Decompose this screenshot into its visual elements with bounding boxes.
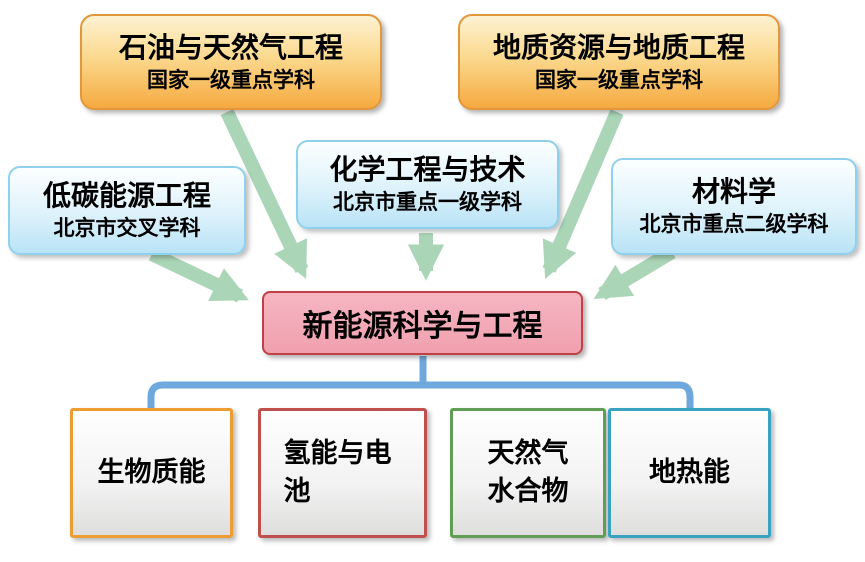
- node-new-energy-science-engineering: 新能源科学与工程: [262, 291, 583, 355]
- node-geothermal-energy: 地热能: [608, 408, 771, 538]
- node-title: 化学工程与技术: [329, 154, 526, 186]
- node-petroleum-gas-engineering: 石油与天然气工程 国家一级重点学科: [80, 14, 382, 110]
- node-low-carbon-energy: 低碳能源工程 北京市交叉学科: [8, 166, 246, 255]
- arrow-lowcarbon-to-center: [148, 247, 249, 303]
- node-gas-hydrate: 天然气水合物: [450, 408, 606, 538]
- node-label: 生物质能: [97, 457, 206, 488]
- node-subtitle: 北京市重点二级学科: [639, 213, 829, 237]
- node-title: 低碳能源工程: [42, 180, 211, 212]
- node-biomass-energy: 生物质能: [70, 408, 233, 538]
- node-title: 材料学: [691, 176, 776, 208]
- node-subtitle: 国家一级重点学科: [535, 68, 703, 92]
- node-label: 地热能: [649, 457, 730, 488]
- node-subtitle: 国家一级重点学科: [147, 68, 315, 92]
- brace-curve: [147, 381, 694, 410]
- arrow-petroleum-to-center: [220, 108, 309, 279]
- node-subtitle: 北京市交叉学科: [53, 217, 201, 241]
- arrow-materials-to-center: [593, 245, 676, 301]
- node-title: 新能源科学与工程: [302, 310, 543, 343]
- node-label: 天然气水合物: [487, 438, 569, 506]
- node-title: 石油与天然气工程: [118, 31, 343, 63]
- node-label: 氢能与电池: [283, 438, 392, 506]
- node-title: 地质资源与地质工程: [492, 31, 745, 63]
- node-geology-resources-engineering: 地质资源与地质工程 国家一级重点学科: [458, 14, 780, 110]
- node-subtitle: 北京市重点一级学科: [333, 191, 522, 215]
- node-hydrogen-battery: 氢能与电池: [258, 408, 427, 538]
- node-materials-science: 材料学 北京市重点二级学科: [611, 158, 857, 255]
- node-chemical-engineering: 化学工程与技术 北京市重点一级学科: [296, 140, 559, 229]
- arrow-geology-to-center: [542, 109, 624, 280]
